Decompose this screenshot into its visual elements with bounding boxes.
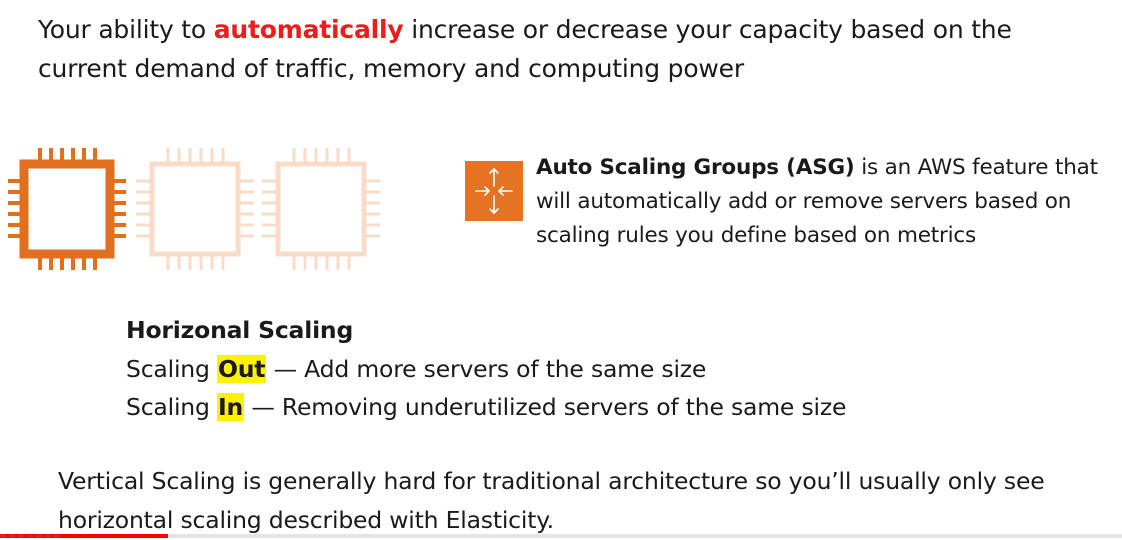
video-chapter-markers xyxy=(0,535,60,537)
scaling-out-desc: — Add more servers of the same size xyxy=(266,354,707,383)
asg-description: Auto Scaling Groups (ASG) is an AWS feat… xyxy=(536,151,1122,253)
video-progress-fill xyxy=(0,534,169,538)
chip-svg-faded xyxy=(262,148,380,270)
asg-body: is an AWS feature that will automaticall… xyxy=(536,155,1098,248)
video-progress-bar[interactable] xyxy=(0,534,1122,538)
ec2-instance-chip-icon xyxy=(262,148,380,270)
ec2-instance-chip-icon xyxy=(136,148,254,270)
auto-scaling-arrows-svg xyxy=(475,168,513,214)
vertical-scaling-note: Vertical Scaling is generally hard for t… xyxy=(58,467,1045,534)
scaling-in-keyword: In xyxy=(216,393,245,421)
horizontal-scaling-title: Horizonal Scaling xyxy=(126,316,354,344)
scaling-in-row: Scaling In — Removing underutilized serv… xyxy=(126,388,1026,427)
headline-before: Your ability to xyxy=(38,15,214,44)
server-chips-group xyxy=(8,148,380,270)
auto-scaling-icon xyxy=(465,161,523,221)
chip-svg-faded xyxy=(136,148,254,270)
scaling-out-keyword: Out xyxy=(216,354,267,383)
scaling-in-desc: — Removing underutilized servers of the … xyxy=(244,393,847,421)
asg-title: Auto Scaling Groups (ASG) xyxy=(536,155,855,180)
scaling-in-prefix: Scaling xyxy=(126,393,217,421)
ec2-instance-chip-icon xyxy=(8,148,126,270)
headline-highlight: automatically xyxy=(213,15,404,44)
scaling-out-prefix: Scaling xyxy=(126,354,217,383)
scaling-out-row: Scaling Out — Add more servers of the sa… xyxy=(126,350,1026,389)
slide-headline: Your ability to automatically increase o… xyxy=(38,10,1098,88)
chip-svg-active xyxy=(8,148,126,270)
horizontal-scaling-block: Horizonal Scaling Scaling Out — Add more… xyxy=(126,311,1026,427)
headline-after: increase or decrease your capacity based… xyxy=(38,15,1012,83)
